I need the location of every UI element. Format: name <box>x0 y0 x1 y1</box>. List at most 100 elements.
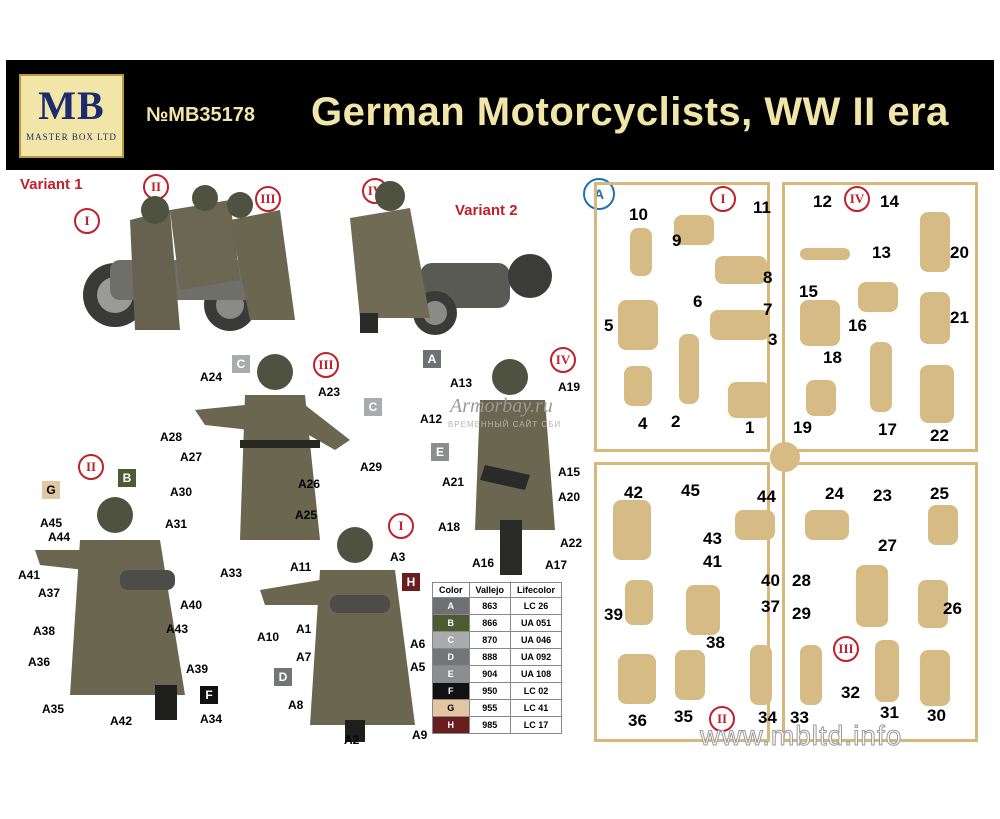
callout-A44: A44 <box>48 530 71 544</box>
sprue-part-shape <box>618 300 658 350</box>
vallejo-code-cell: 985 <box>468 716 512 734</box>
logo-subtitle: MASTER BOX LTD <box>26 132 117 142</box>
sprue-part-shape <box>920 650 950 706</box>
callout-A22: A22 <box>560 536 583 550</box>
sprue-part-number: 30 <box>927 706 946 725</box>
sprue-part-number: 8 <box>763 268 773 287</box>
sprue-part-number: 45 <box>681 481 700 500</box>
sprue-part-shape <box>728 382 770 418</box>
sprue-roman-I: I <box>710 186 736 212</box>
callout-A18: A18 <box>438 520 461 534</box>
header-color: Color <box>432 582 470 598</box>
swatch-tag-G-fig2: G <box>42 481 60 499</box>
sprue-part-shape <box>805 510 849 540</box>
vallejo-code-cell: 863 <box>468 597 512 615</box>
color-swatch-cell: A <box>432 597 470 615</box>
swatch-tag-C-fig3-right: C <box>364 398 382 416</box>
sprue-part-number: 34 <box>758 708 777 727</box>
callout-A20: A20 <box>558 490 581 504</box>
sprue-part-number: 41 <box>703 552 722 571</box>
sprue-part-number: 16 <box>848 316 867 335</box>
callout-A30: A30 <box>170 485 193 499</box>
sprue-part-number: 44 <box>757 487 776 506</box>
color-swatch-cell: F <box>432 682 470 700</box>
header-vallejo: Vallejo <box>468 582 512 598</box>
callout-A2: A2 <box>344 733 360 747</box>
callout-A34: A34 <box>200 712 223 726</box>
master-box-logo: MB MASTER BOX LTD <box>19 74 124 158</box>
sprue-part-number: 32 <box>841 683 860 702</box>
sprue-part-number: 20 <box>950 243 969 262</box>
callout-A11: A11 <box>290 560 312 574</box>
sprue-part-number: 19 <box>793 418 812 437</box>
vallejo-code-cell: 866 <box>468 614 512 632</box>
callout-A3: A3 <box>390 550 406 564</box>
variant-1-label: Variant 1 <box>20 176 83 193</box>
sprue-gate <box>770 442 800 472</box>
figure-III-illustration <box>195 354 350 540</box>
swatch-tag-F-fig2: F <box>200 686 218 704</box>
color-swatch-cell: B <box>432 614 470 632</box>
callout-A8: A8 <box>288 698 304 712</box>
figure-I-illustration <box>260 527 415 742</box>
callout-A23: A23 <box>318 385 341 399</box>
sprue-part-shape <box>800 248 850 260</box>
callout-A13: A13 <box>450 376 473 390</box>
callout-A21: A21 <box>442 475 465 489</box>
sprue-part-shape <box>920 212 950 272</box>
sprue-part-number: 31 <box>880 703 899 722</box>
sprue-part-number: 14 <box>880 192 899 211</box>
callout-A25: A25 <box>295 508 318 522</box>
sprue-part-shape <box>674 215 714 245</box>
roman-III-figure: III <box>313 352 339 378</box>
sprue-part-number: 29 <box>792 604 811 623</box>
roman-III-variant1: III <box>255 186 281 212</box>
sprue-part-shape <box>858 282 898 312</box>
sprue-part-shape <box>928 505 958 545</box>
callout-A17: A17 <box>545 558 568 572</box>
roman-II-figure: II <box>78 454 104 480</box>
figure-IV-illustration <box>475 359 555 575</box>
sprue-part-shape <box>800 300 840 346</box>
variant-1-illustration <box>83 185 295 331</box>
sprue-part-number: 21 <box>950 308 969 327</box>
sprue-part-number: 6 <box>693 292 703 311</box>
callout-A33: A33 <box>220 566 243 580</box>
callout-A36: A36 <box>28 655 51 669</box>
sprue-roman-II: II <box>709 706 735 732</box>
sprue-part-shape <box>735 510 775 540</box>
variant-2-illustration <box>350 181 552 335</box>
sprue-part-number: 35 <box>674 707 693 726</box>
sprue-roman-III: III <box>833 636 859 662</box>
callout-A45: A45 <box>40 516 63 530</box>
callout-A41: A41 <box>18 568 41 582</box>
sprue-part-shape <box>675 650 705 700</box>
sprue-part-number: 36 <box>628 711 647 730</box>
kit-title: German Motorcyclists, WW II era <box>311 90 949 134</box>
sprue-part-shape <box>806 380 836 416</box>
lifecolor-code-cell: UA 046 <box>510 631 563 649</box>
sprue-part-number: 10 <box>629 205 648 224</box>
callout-A19: A19 <box>558 380 581 394</box>
sprue-part-number: 1 <box>745 418 755 437</box>
callout-A24: A24 <box>200 370 223 384</box>
sprue-part-number: 23 <box>873 486 892 505</box>
swatch-tag-B-fig2: B <box>118 469 136 487</box>
callout-A28: A28 <box>160 430 183 444</box>
callout-A15: A15 <box>558 465 581 479</box>
callout-A31: A31 <box>165 517 188 531</box>
center-watermark: Armorbay.ru <box>450 395 553 417</box>
sprue-part-number: 13 <box>872 243 891 262</box>
vallejo-code-cell: 870 <box>468 631 512 649</box>
vallejo-code-cell: 904 <box>468 665 512 683</box>
callout-A39: A39 <box>186 662 209 676</box>
vallejo-code-cell: 950 <box>468 682 512 700</box>
sprue-part-shape <box>613 500 651 560</box>
sprue-part-number: 9 <box>672 231 682 250</box>
color-swatch-cell: D <box>432 648 470 666</box>
